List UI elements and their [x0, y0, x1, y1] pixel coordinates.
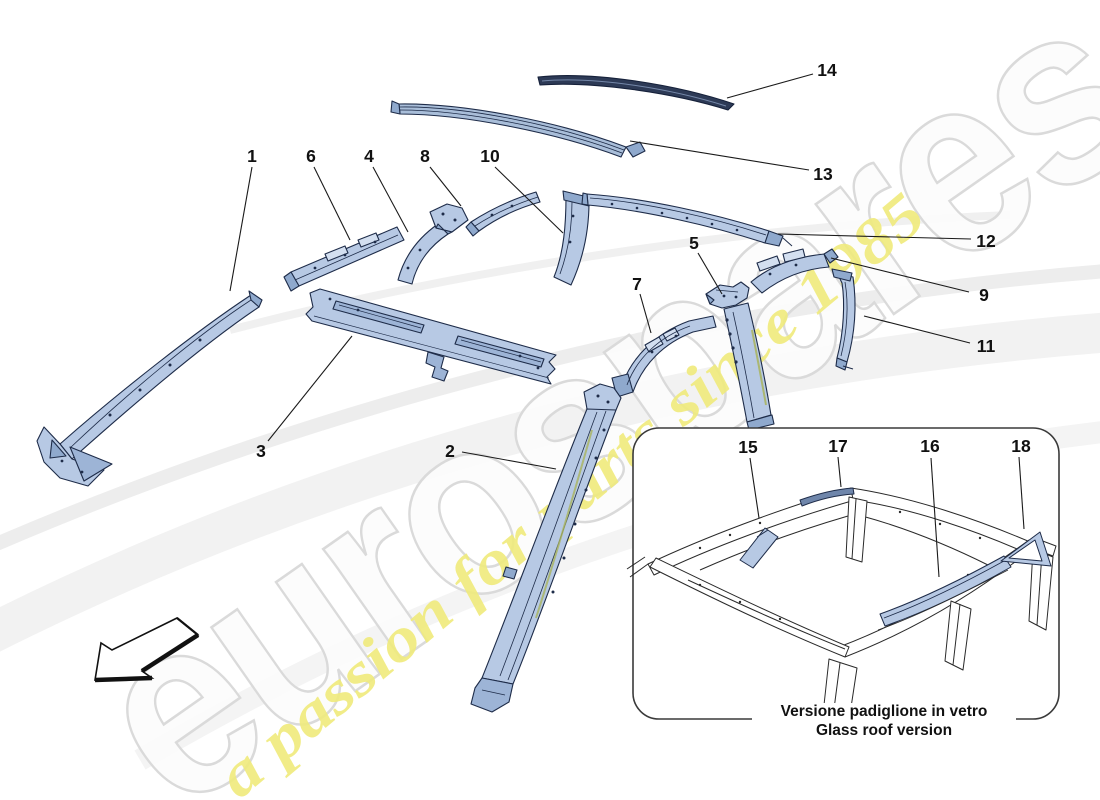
callout-leader-17 [837, 456, 842, 488]
part-13-windscreen-bow [390, 100, 646, 158]
callout-number-1: 1 [247, 146, 257, 166]
callout-leader-12 [777, 233, 972, 240]
callout-number-13: 13 [813, 164, 833, 184]
callout-number-9: 9 [979, 285, 989, 305]
inset-roof-frame [626, 487, 1057, 715]
callout-number-6: 6 [306, 146, 316, 166]
part-7-quarter-rail [611, 315, 717, 398]
inset-caption-english: Glass roof version [816, 722, 952, 739]
callout-number-14: 14 [817, 60, 837, 80]
direction-arrow [94, 617, 200, 683]
callout-leader-5 [697, 252, 723, 295]
part-1-a-pillar-rail [36, 290, 263, 487]
part-b-pillar-inner [723, 302, 775, 431]
part-9-rear-rail-segment [750, 248, 839, 294]
part-14-roof-trim-blade [537, 75, 735, 111]
callout-leader-9 [830, 257, 970, 293]
callout-number-18: 18 [1011, 436, 1031, 456]
inset-callouts: 15 17 16 18 [738, 436, 1031, 578]
callout-leader-14 [726, 73, 814, 99]
callout-leader-8 [429, 166, 462, 207]
part-5-joint-bracket [705, 281, 750, 309]
callout-leader-4 [372, 166, 409, 233]
callout-number-2: 2 [445, 441, 455, 461]
part-8-roof-rail-rear [465, 191, 541, 237]
callout-number-8: 8 [420, 146, 430, 166]
part-11-quarter-strip [831, 268, 856, 371]
part-12-header-rail [581, 192, 793, 247]
callout-leader-15 [749, 457, 760, 519]
callout-leader-3 [267, 335, 353, 442]
callout-number-5: 5 [689, 233, 699, 253]
part-2-b-pillar-outer [470, 383, 622, 713]
callout-leader-18 [1018, 456, 1025, 530]
callout-leader-2 [461, 451, 557, 470]
callout-leader-6 [313, 166, 351, 241]
callout-number-16: 16 [920, 436, 940, 456]
callout-number-12: 12 [976, 231, 996, 251]
callout-leader-13 [629, 140, 810, 171]
caption-mask [752, 703, 1016, 722]
callout-leader-11 [863, 315, 971, 344]
part-6-roof-rail-front [283, 226, 405, 292]
callout-leader-10 [494, 166, 564, 234]
callout-number-11: 11 [977, 336, 996, 356]
callout-leader-1 [229, 166, 253, 292]
callout-leader-7 [639, 293, 652, 334]
callout-number-10: 10 [480, 146, 500, 166]
inset-glass-roof: 15 17 16 18 Versione padiglione in vetro Gl… [626, 427, 1060, 739]
callout-number-17: 17 [828, 436, 847, 456]
part-4-corner-reinforcement [397, 203, 469, 285]
callout-number-15: 15 [738, 437, 758, 457]
callout-number-3: 3 [256, 441, 266, 461]
parts-layer [36, 75, 856, 713]
callout-number-7: 7 [632, 274, 642, 294]
part-3-roof-panel [305, 288, 557, 385]
callout-number-4: 4 [364, 146, 374, 166]
callout-leader-16 [930, 457, 940, 578]
inset-caption-italian: Versione padiglione in vetro [781, 703, 988, 720]
